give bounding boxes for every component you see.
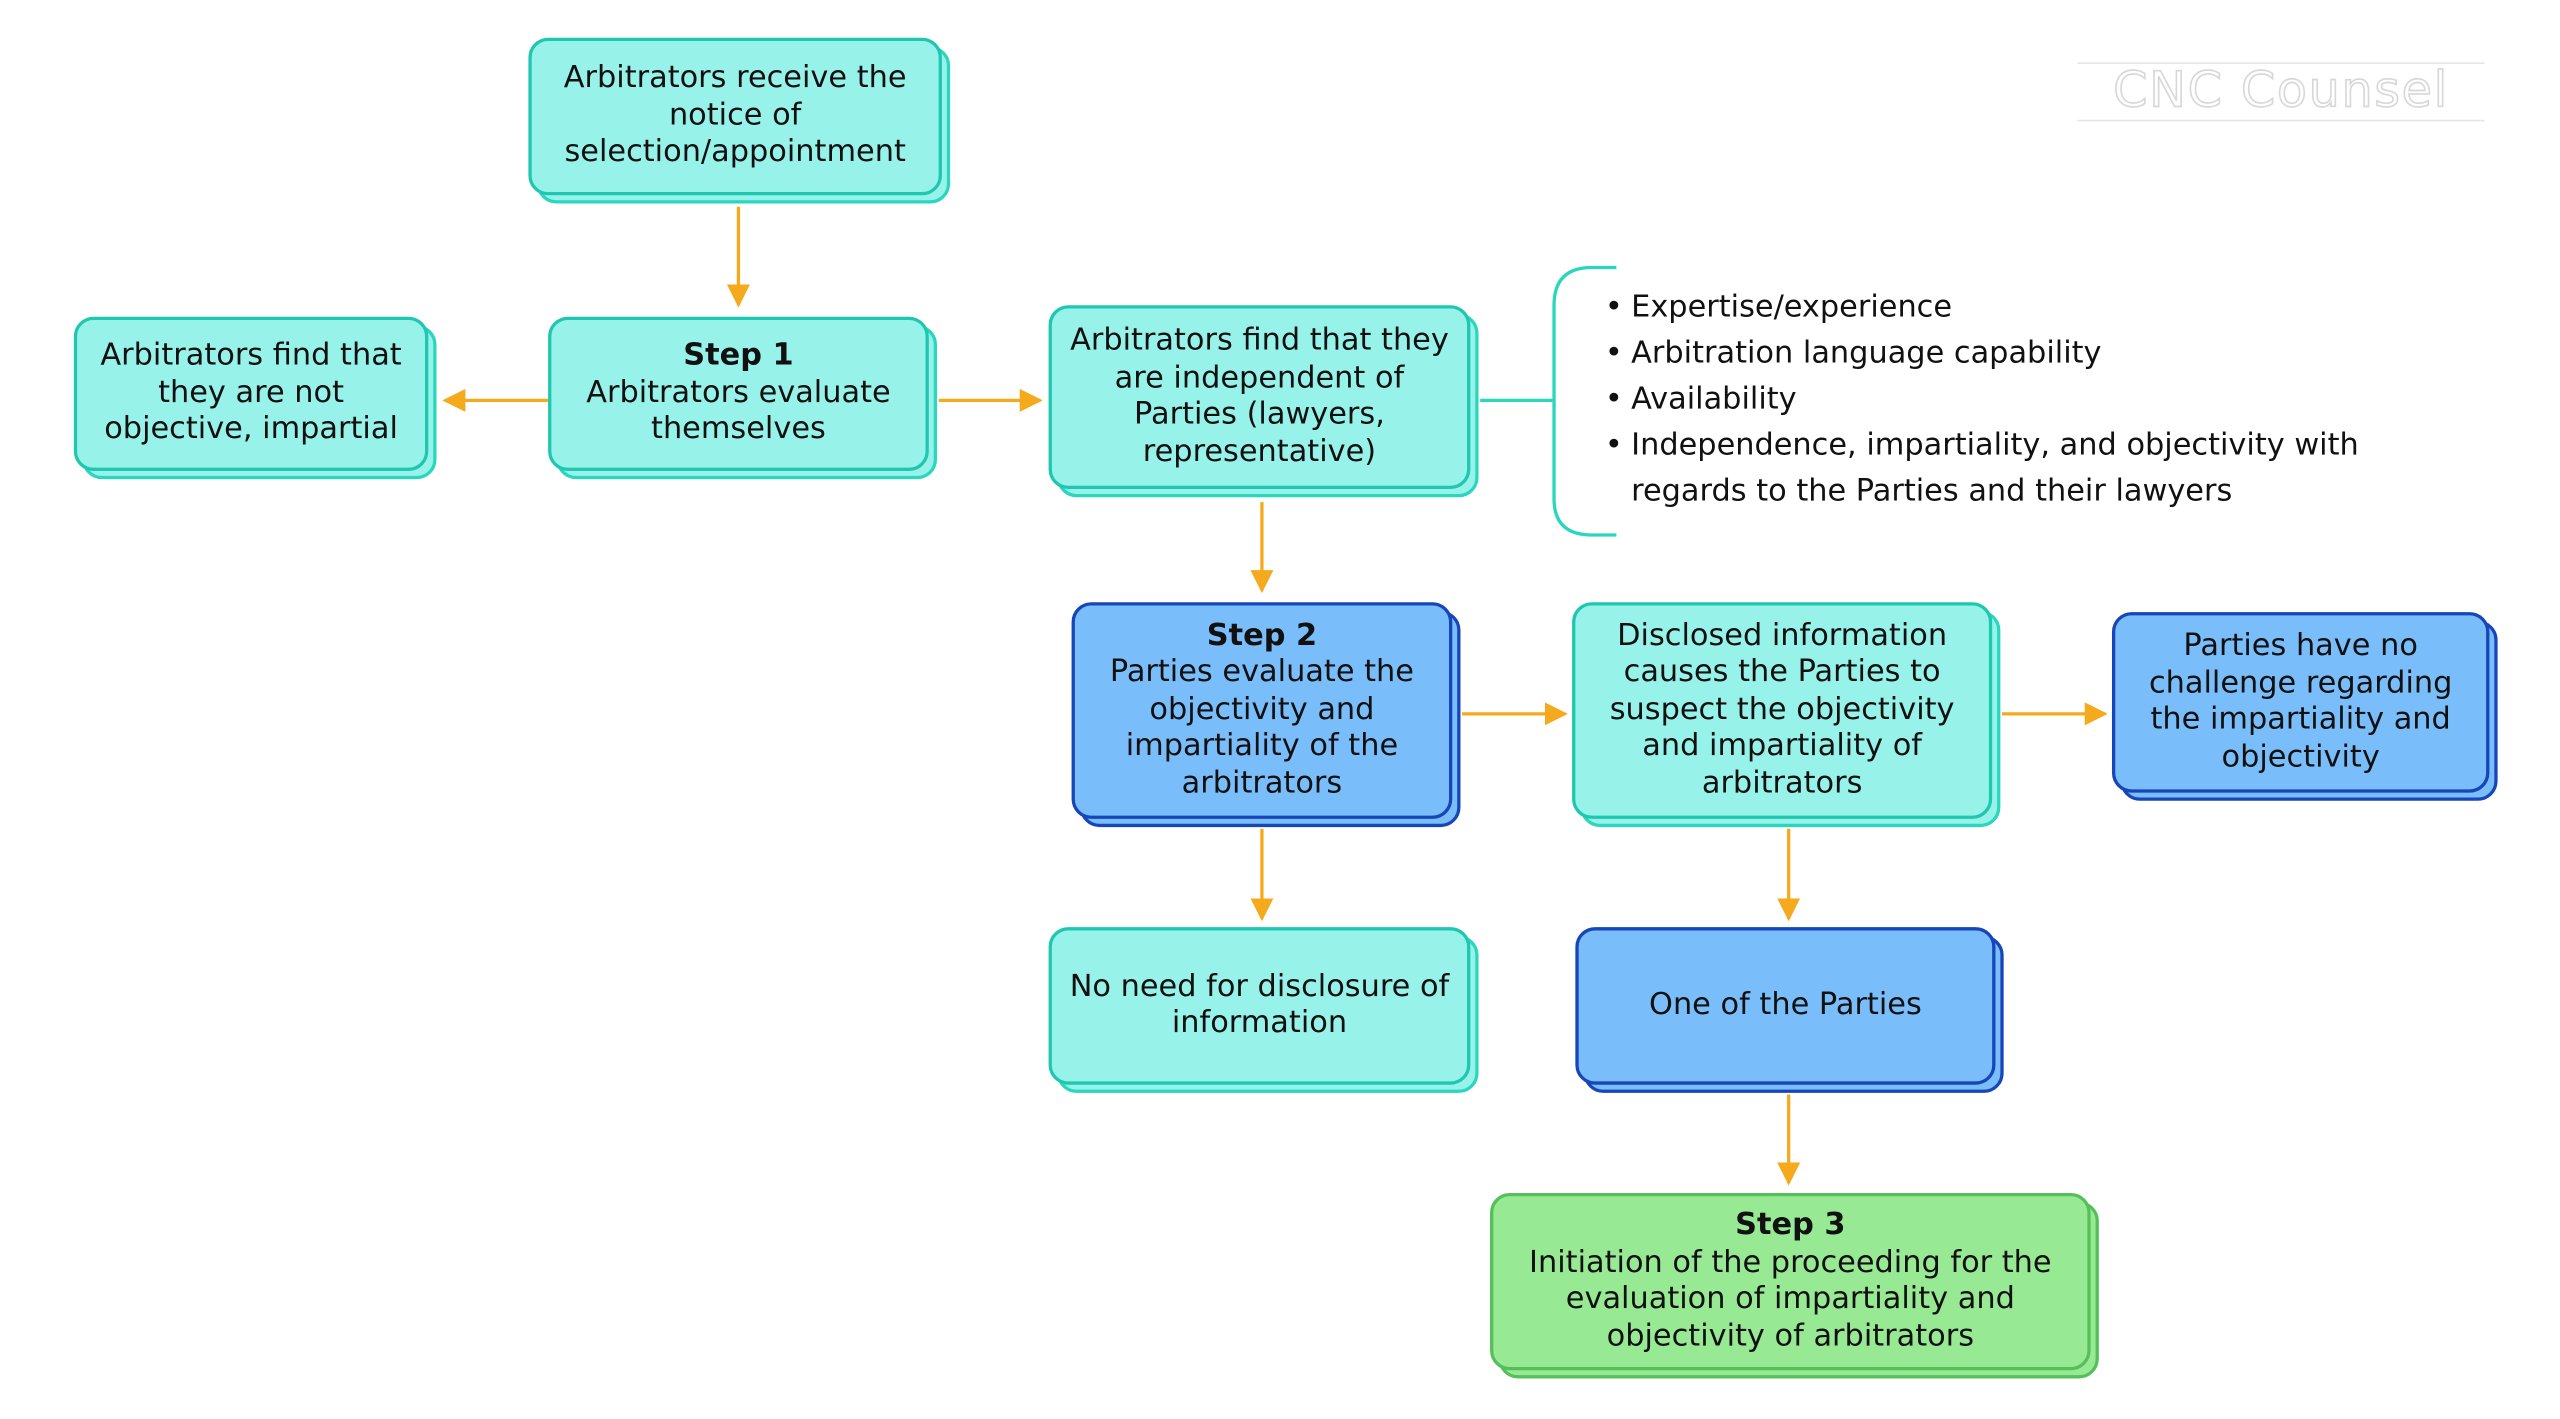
node-step3-text: Initiation of the proceeding for the eva…	[1529, 1244, 2052, 1354]
cnc-counsel-watermark-logo: CNC Counsel	[2077, 62, 2485, 122]
node-disclosed-text: Disclosed information causes the Parties…	[1609, 618, 1955, 801]
criteria-list: Expertise/experience Arbitration languag…	[1602, 286, 2373, 516]
node-no-disclosure-text: No need for disclosure of information	[1069, 969, 1450, 1041]
node-step2: Step 2 Parties evaluate the objectivity …	[1071, 602, 1461, 828]
node-not-objective-text: Arbitrators find that they are not objec…	[100, 338, 402, 447]
node-step1-text: Arbitrators evaluate themselves	[586, 375, 891, 447]
criteria-item: Independence, impartiality, and objectiv…	[1602, 423, 2373, 515]
node-step3-heading: Step 3	[1735, 1207, 1846, 1243]
node-step2-heading: Step 2	[1206, 618, 1318, 653]
criteria-item: Expertise/experience	[1602, 286, 2373, 332]
node-step1: Step 1 Arbitrators evaluate themselves	[548, 316, 938, 480]
criteria-item: Availability	[1602, 377, 2373, 423]
node-notice: Arbitrators receive the notice of select…	[528, 37, 951, 204]
node-disclosed: Disclosed information causes the Parties…	[1572, 602, 2001, 828]
node-independent: Arbitrators find that they are independe…	[1048, 305, 1479, 498]
criteria-item: Arbitration language capability	[1602, 331, 2373, 377]
node-not-objective: Arbitrators find that they are not objec…	[73, 316, 437, 480]
node-notice-text: Arbitrators receive the notice of select…	[563, 61, 907, 170]
node-independent-text: Arbitrators find that they are independe…	[1070, 323, 1449, 469]
node-step1-heading: Step 1	[683, 338, 794, 373]
node-step2-text: Parties evaluate the objectivity and imp…	[1109, 655, 1414, 801]
node-one-party: One of the Parties	[1575, 927, 2004, 1093]
node-no-challenge: Parties have no challenge regarding the …	[2111, 612, 2498, 801]
node-one-party-text: One of the Parties	[1649, 987, 1922, 1022]
node-step3: Step 3 Initiation of the proceeding for …	[1490, 1193, 2099, 1379]
node-no-challenge-text: Parties have no challenge regarding the …	[2148, 628, 2453, 774]
node-no-disclosure: No need for disclosure of information	[1048, 927, 1479, 1093]
criteria-brace	[1552, 265, 1617, 537]
